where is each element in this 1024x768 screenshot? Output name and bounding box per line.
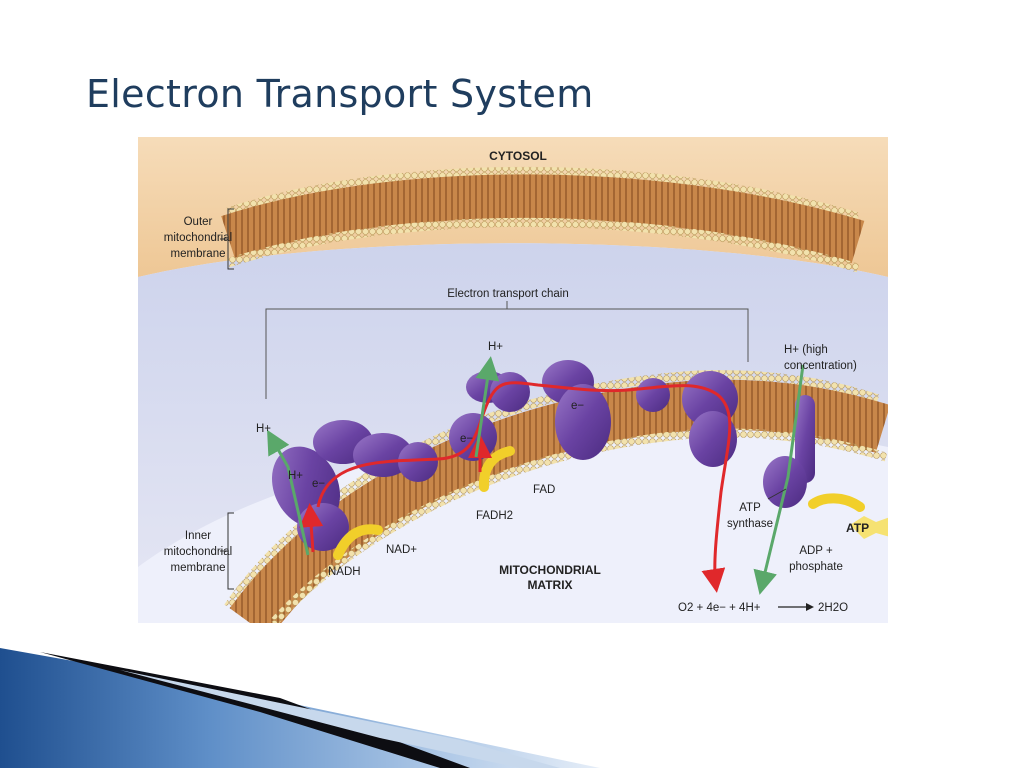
nadh-label: NADH [328, 566, 361, 578]
electron-label-2: e− [460, 433, 473, 445]
nadh-cofactor-arrow [333, 524, 383, 560]
svg-text:O2 + 4e− + 4H+: O2 + 4e− + 4H+ [678, 602, 761, 614]
svg-text:synthase: synthase [727, 518, 773, 530]
fad-label: FAD [533, 484, 555, 496]
electron-label-1: e− [312, 478, 325, 490]
nad-label: NAD+ [386, 544, 417, 556]
svg-text:ATP: ATP [739, 502, 761, 514]
complex-iv [636, 371, 738, 467]
svg-text:Outer: Outer [184, 216, 213, 228]
atp-synthase-label: ATP synthase [727, 488, 787, 530]
svg-text:2H2O: 2H2O [818, 602, 848, 614]
matrix-label: MITOCHONDRIAL MATRIX [499, 563, 601, 592]
svg-text:mitochondrial: mitochondrial [164, 232, 232, 244]
nadh-electron-arrow [299, 503, 324, 553]
water-equation: O2 + 4e− + 4H+ 2H2O [678, 602, 848, 614]
adp-label: ADP + phosphate [789, 545, 843, 573]
etc-label: Electron transport chain [447, 288, 568, 300]
proton-arrow-complex-i [267, 429, 310, 556]
proton-arrow-complex-iii [474, 356, 500, 458]
fadh2-cofactor-arrow [478, 446, 515, 492]
svg-text:ADP +: ADP + [799, 545, 833, 557]
outer-membrane [221, 166, 865, 273]
page-title: Electron Transport System [86, 72, 594, 116]
h-plus-label-2: H+ [288, 470, 303, 482]
etc-diagram: CYTOSOL Outer mitochondrial membrane Inn… [138, 137, 888, 623]
atp-label: ATP [846, 521, 869, 535]
svg-text:Inner: Inner [185, 530, 211, 542]
svg-text:phosphate: phosphate [789, 561, 843, 573]
svg-text:membrane: membrane [171, 248, 226, 260]
electron-label-3: e− [571, 400, 584, 412]
h-high-label: H+ (high concentration) [784, 344, 857, 372]
atp-synthase-protein [763, 395, 815, 508]
fadh2-label: FADH2 [476, 510, 513, 522]
proton-arrow-atp-synthase [753, 364, 805, 595]
complex-i [271, 420, 438, 551]
svg-text:MATRIX: MATRIX [527, 578, 572, 592]
etc-bracket [265, 301, 749, 399]
svg-text:H+ (high: H+ (high [784, 344, 828, 356]
outer-membrane-label: Outer mitochondrial membrane [164, 208, 234, 270]
atp-starburst [850, 516, 888, 539]
svg-text:concentration): concentration) [784, 360, 857, 372]
adp-cofactor-arrow [808, 493, 865, 512]
h-plus-label-1: H+ [256, 423, 271, 435]
svg-text:MITOCHONDRIAL: MITOCHONDRIAL [499, 563, 601, 577]
h-plus-label-3: H+ [488, 341, 503, 353]
inner-membrane-label: Inner mitochondrial membrane [164, 512, 234, 590]
decorative-swoosh [0, 648, 600, 768]
svg-text:mitochondrial: mitochondrial [164, 546, 232, 558]
electron-path [316, 381, 732, 593]
cytosol-label: CYTOSOL [489, 149, 547, 163]
svg-text:membrane: membrane [171, 562, 226, 574]
